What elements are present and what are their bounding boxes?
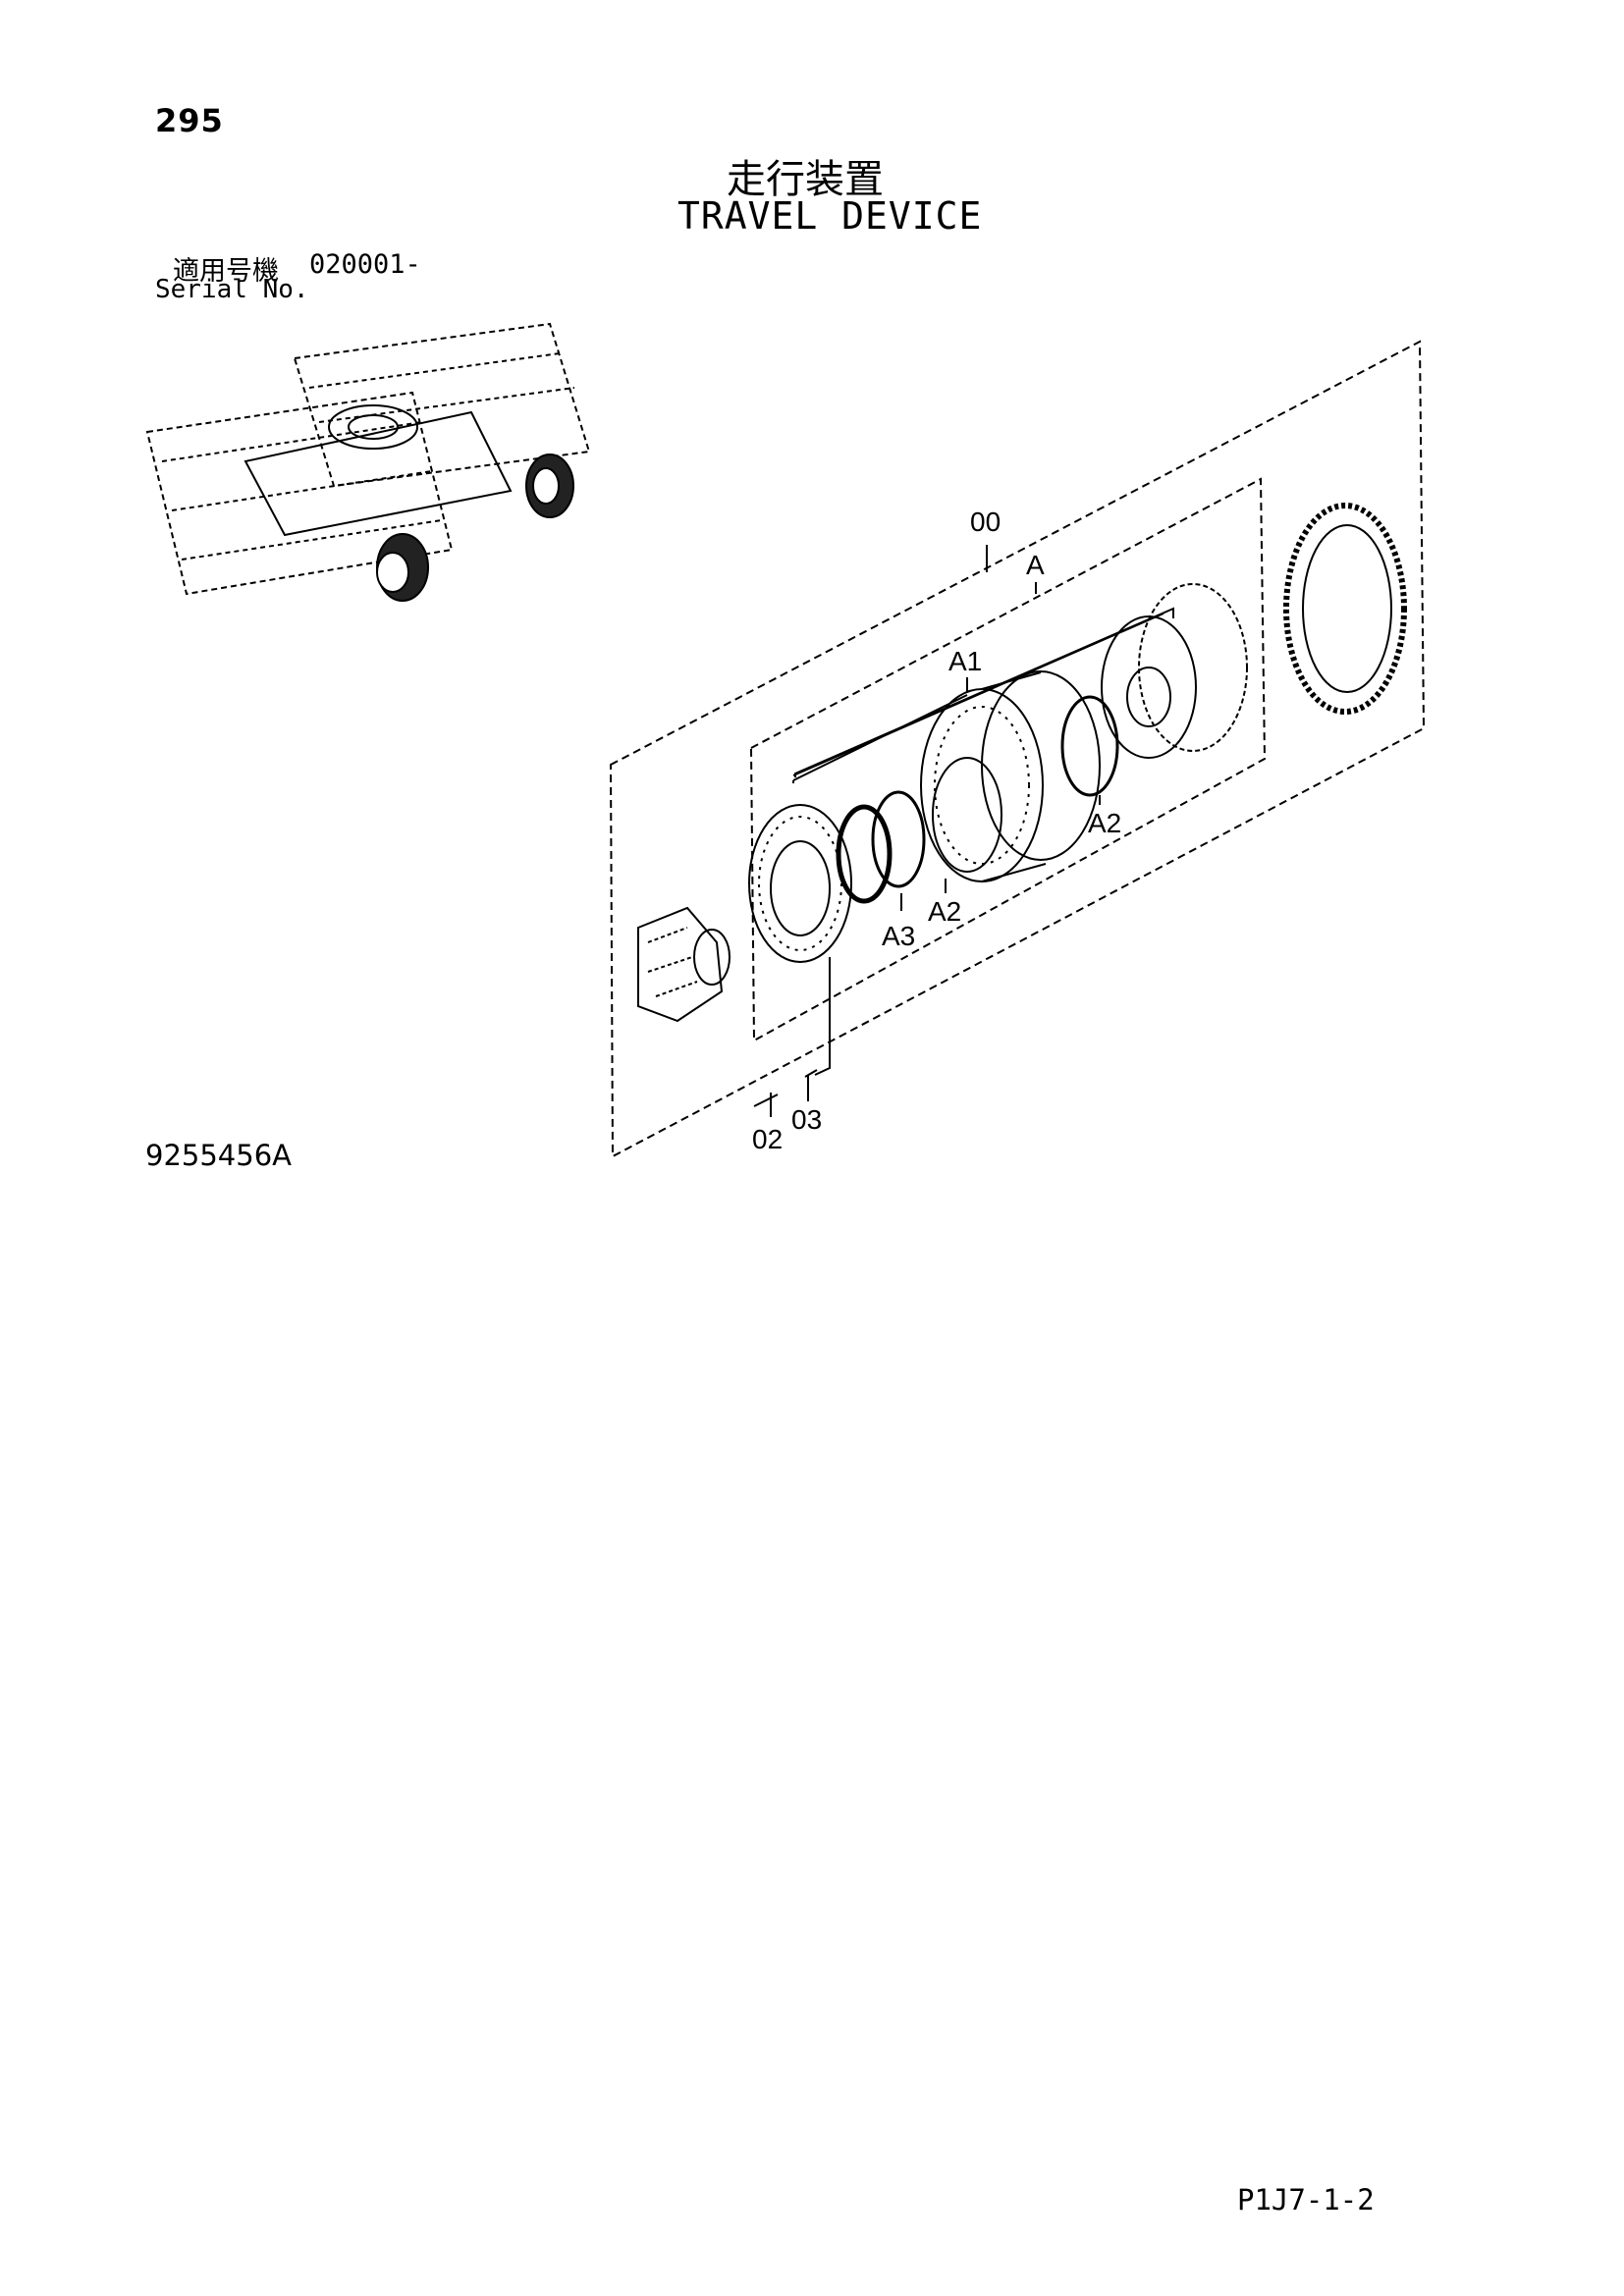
sprocket-small-front: [376, 533, 429, 602]
undercarriage-illustration: [145, 322, 591, 602]
figure-number: 9255456A: [145, 1139, 292, 1172]
page-code: P1J7-1-2: [1237, 2183, 1375, 2216]
callout-A3: A3: [882, 921, 915, 951]
callout-A: A: [1026, 550, 1045, 580]
assembly-boundary-A: [749, 477, 1267, 1042]
serial-number-value: 020001-: [309, 249, 421, 280]
page-number: 295: [155, 102, 224, 139]
seal-ring-a3: [836, 804, 893, 904]
reduction-housing: [1101, 583, 1248, 759]
serial-label-en: Serial No.: [155, 275, 309, 304]
callout-A2-left: A2: [928, 896, 961, 927]
callout-03: 03: [791, 1104, 822, 1135]
callout-02: 02: [752, 1124, 783, 1154]
serial-label-jp: 適用号機: [173, 256, 279, 287]
page-title-en: TRAVEL DEVICE: [677, 194, 983, 238]
front-flange: [748, 804, 852, 963]
seal-ring-right: [1060, 695, 1119, 797]
sprocket-gear: [1283, 503, 1407, 715]
assembly-boundary-00: [609, 340, 1426, 1158]
leader-lines: [770, 545, 1174, 1117]
page-title-jp: 走行装置: [727, 157, 884, 202]
callout-A2-right: A2: [1088, 808, 1121, 838]
seal-ring-left: [871, 790, 926, 888]
sprocket-small-rear: [525, 454, 574, 518]
callout-00: 00: [970, 507, 1001, 537]
travel-motor: [637, 906, 731, 1023]
callout-A1: A1: [948, 646, 982, 676]
main-drum: [920, 670, 1101, 882]
